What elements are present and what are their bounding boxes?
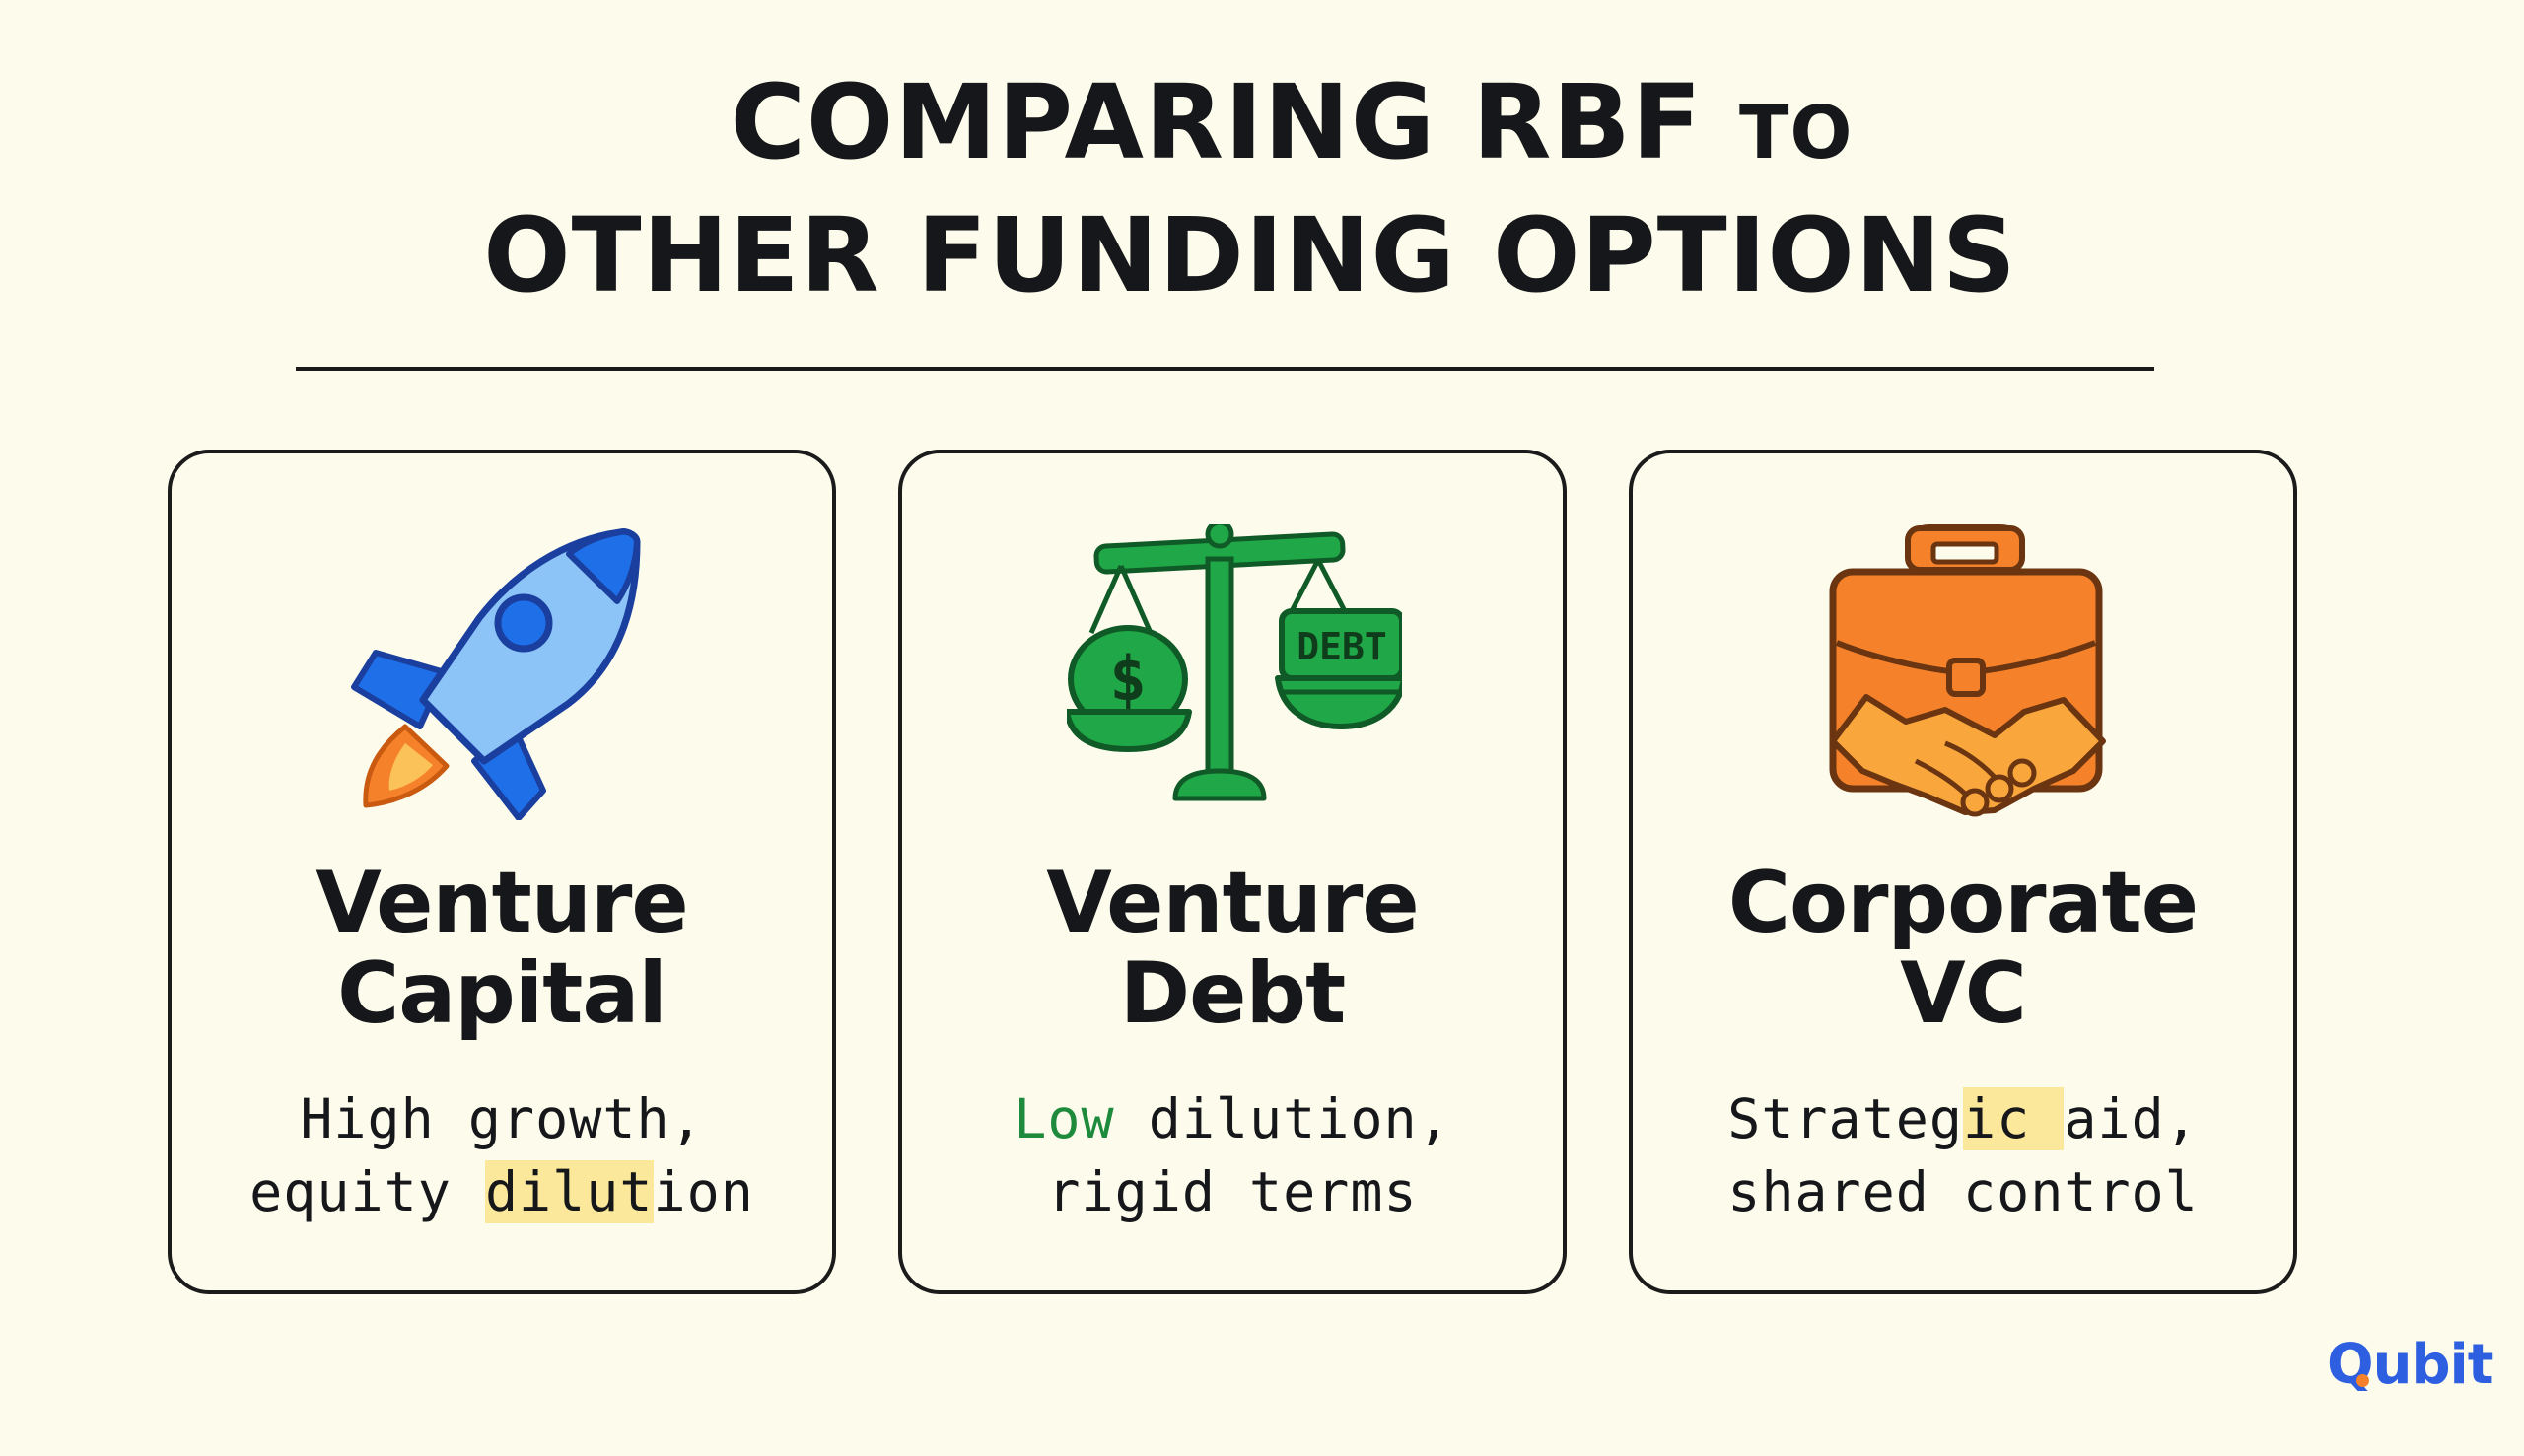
title-line-2: OTHER FUNDING OPTIONS: [483, 195, 2017, 315]
card-corporate-vc: Corporate VC Strategic aid, shared contr…: [1629, 450, 2297, 1294]
card-title: Venture Capital: [172, 858, 832, 1039]
card-venture-debt: $ DEBT Venture Debt Low dilution, rigid …: [898, 450, 1567, 1294]
card-description-line-1: Strategic aid,: [1633, 1082, 2293, 1155]
highlighted-text: ic: [1963, 1087, 2065, 1150]
highlighted-text: dilut: [484, 1160, 654, 1223]
rocket-icon: [351, 528, 641, 820]
description-text: equity: [249, 1160, 485, 1223]
description-text: aid,: [2064, 1087, 2199, 1150]
description-text: dilution,: [1114, 1087, 1451, 1150]
card-title: Venture Debt: [902, 858, 1563, 1039]
title-divider: [296, 367, 2154, 371]
card-description-line-1: Low dilution,: [902, 1082, 1563, 1155]
card-title-line-2: Debt: [1119, 944, 1346, 1043]
card-title-line-1: Venture: [1046, 854, 1419, 952]
debt-label: DEBT: [1297, 625, 1387, 668]
card-description-line-1: High growth,: [300, 1087, 704, 1150]
scale-icon: $ DEBT: [1067, 524, 1402, 801]
card-description: Strategic aid, shared control: [1633, 1082, 2293, 1228]
card-description: Low dilution, rigid terms: [902, 1082, 1563, 1228]
dollar-sign-label: $: [1109, 643, 1146, 715]
description-text: ion: [653, 1160, 754, 1223]
title-line-1-main: COMPARING RBF: [730, 62, 1703, 182]
card-title-line-2: Capital: [337, 944, 667, 1043]
logo-dot: [2356, 1374, 2369, 1387]
page-title: COMPARING RBF TO OTHER FUNDING OPTIONS: [0, 61, 2524, 316]
qubit-logo: Qubit: [2327, 1331, 2494, 1400]
card-title-line-1: Venture: [316, 854, 688, 952]
highlighted-text: Low: [1014, 1087, 1115, 1150]
description-text: Strateg: [1727, 1087, 1963, 1150]
card-description-line-2: shared control: [1727, 1160, 2199, 1223]
card-title: Corporate VC: [1633, 858, 2293, 1039]
title-line-1: COMPARING RBF TO: [0, 61, 2524, 194]
briefcase-handshake-icon: [1829, 524, 2106, 817]
card-description-line-2: equity dilution: [172, 1155, 832, 1228]
title-line-1-small: TO: [1739, 91, 1854, 175]
card-description: High growth, equity dilution: [172, 1082, 832, 1228]
card-venture-capital: Venture Capital High growth, equity dilu…: [168, 450, 836, 1294]
card-title-line-2: VC: [1900, 944, 2027, 1043]
card-description-line-2: rigid terms: [1047, 1160, 1418, 1223]
brand-name: Qubit: [2327, 1333, 2494, 1397]
card-title-line-1: Corporate: [1727, 854, 2199, 952]
